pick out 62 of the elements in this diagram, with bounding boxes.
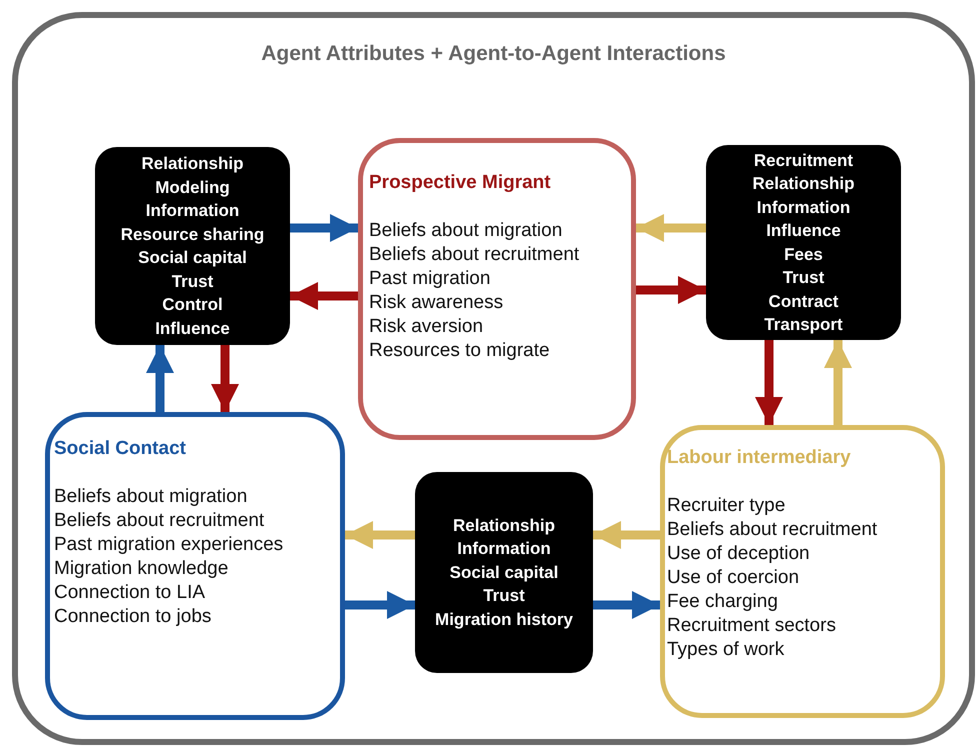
interaction-box xyxy=(95,147,290,345)
arrow xyxy=(345,521,415,549)
agent-heading: Prospective Migrant xyxy=(369,171,552,195)
interaction-item: Control xyxy=(161,294,224,316)
attribute-item: Connection to jobs xyxy=(54,605,212,629)
interaction-item: Recruitment xyxy=(752,150,854,172)
attribute-item: Past migration xyxy=(369,267,492,291)
interaction-item: Social capital xyxy=(137,247,248,269)
interaction-item: Information xyxy=(456,538,552,560)
interaction-item: Relationship xyxy=(751,173,856,195)
arrow xyxy=(290,214,358,242)
interaction-item: Fees xyxy=(783,244,824,266)
attribute-item: Beliefs about recruitment xyxy=(667,518,878,542)
arrow xyxy=(345,591,415,619)
interaction-item: Influence xyxy=(765,220,842,242)
arrow xyxy=(636,276,706,304)
interaction-item: Trust xyxy=(170,270,214,292)
agent-box xyxy=(660,425,945,718)
attribute-item: Beliefs about migration xyxy=(369,219,564,243)
interaction-item: Information xyxy=(144,200,240,222)
interaction-item: Contract xyxy=(768,290,840,312)
interaction-item: Resource sharing xyxy=(120,224,266,246)
attribute-item: Connection to LIA xyxy=(54,581,206,605)
attribute-item: Beliefs about migration xyxy=(54,485,248,509)
attribute-item: Fee charging xyxy=(667,590,779,614)
arrow xyxy=(824,340,852,425)
interaction-item: Influence xyxy=(154,318,231,340)
arrow xyxy=(636,214,706,242)
interaction-item: Relationship xyxy=(140,153,244,175)
interaction-box xyxy=(415,472,593,673)
attribute-item: Risk awareness xyxy=(369,291,504,315)
interaction-item: Migration history xyxy=(434,608,574,631)
arrow xyxy=(290,282,358,310)
interaction-item: Relationship xyxy=(452,514,556,537)
interaction-item: Transport xyxy=(763,314,844,336)
attribute-item: Use of deception xyxy=(667,542,811,566)
arrow xyxy=(146,345,174,412)
attribute-item: Past migration experiences xyxy=(54,533,284,557)
interaction-item: Trust xyxy=(482,585,526,608)
attribute-item: Use of coercion xyxy=(667,566,800,590)
agent-heading: Labour intermediary xyxy=(667,446,852,470)
agent-heading: Social Contact xyxy=(54,437,187,461)
arrow xyxy=(211,345,239,412)
attribute-item: Recruitment sectors xyxy=(667,614,837,638)
interaction-item: Social capital xyxy=(448,562,560,584)
diagram-frame xyxy=(12,12,975,745)
interaction-box xyxy=(706,145,901,340)
attribute-item: Beliefs about recruitment xyxy=(369,243,580,267)
interaction-item: Information xyxy=(756,196,852,218)
attribute-item: Migration knowledge xyxy=(54,557,230,581)
attribute-item: Beliefs about recruitment xyxy=(54,509,266,533)
attribute-item: Recruiter type xyxy=(667,494,786,518)
interaction-item: Trust xyxy=(782,267,826,289)
interaction-item: Modeling xyxy=(154,176,231,199)
attribute-item: Risk aversion xyxy=(369,315,484,339)
agent-box xyxy=(358,138,636,440)
frame-heading: Agent Attributes + Agent-to-Agent Interactions xyxy=(260,42,727,66)
arrow xyxy=(593,521,660,549)
attribute-item: Resources to migrate xyxy=(369,339,551,363)
arrow xyxy=(593,591,660,619)
agent-box xyxy=(45,412,345,720)
attribute-item: Types of work xyxy=(667,638,786,662)
